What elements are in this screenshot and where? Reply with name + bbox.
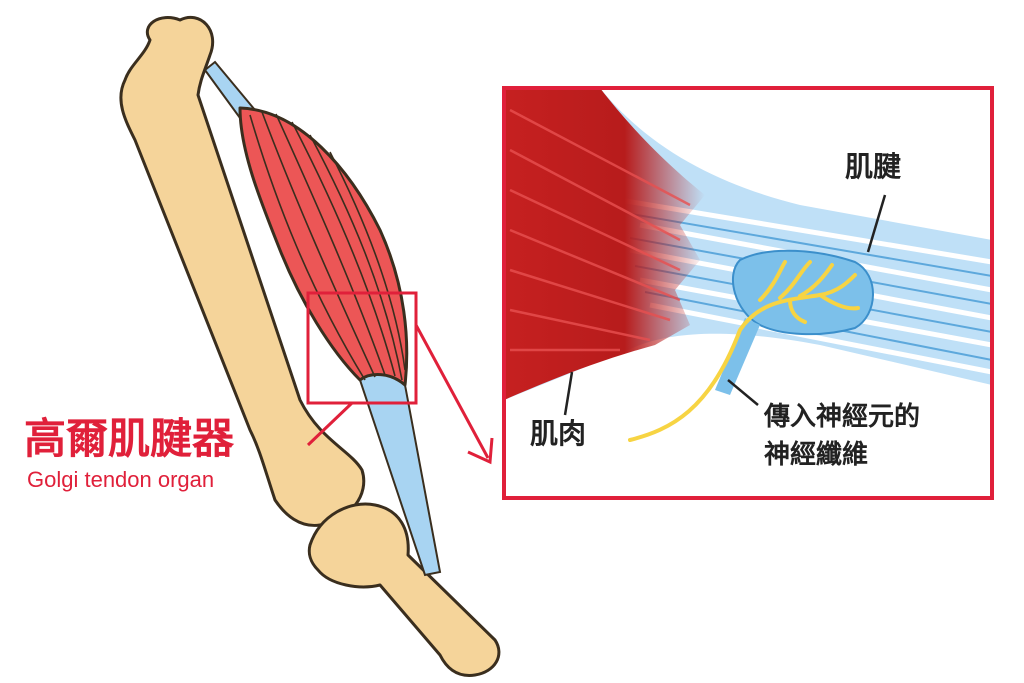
muscle-pointer [563, 371, 574, 416]
zoom-muscle-fibers [509, 108, 691, 352]
afferent-label-line2: 神經纖維 [764, 439, 868, 470]
upper-bone [119, 16, 366, 527]
capsule-stalk [715, 318, 760, 395]
muscle-belly [238, 106, 409, 387]
tendon-label: 肌腱 [845, 150, 901, 183]
lower-bone [307, 502, 501, 677]
title-en: Golgi tendon organ [27, 467, 214, 492]
zoom-panel: 肌腱 肌肉 傳入神經元的 神經纖維 [502, 86, 994, 500]
muscle-label: 肌肉 [530, 417, 586, 450]
zoom-arrow-head [467, 437, 494, 465]
title-zh: 高爾肌腱器 [24, 414, 235, 463]
zoom-panel-frame [502, 86, 994, 500]
zoom-arrow-line [414, 324, 490, 459]
zoom-muscle [504, 88, 705, 400]
tendon-pointer [866, 194, 887, 253]
zoom-region-box [306, 291, 418, 405]
title-pointer-line [306, 401, 354, 447]
muscle-fibers [249, 111, 406, 381]
afferent-nerve-fiber [628, 260, 860, 442]
nerve-pointer [727, 379, 759, 406]
arm-illustration [119, 16, 501, 677]
afferent-label-line1: 傳入神經元的 [763, 401, 920, 432]
